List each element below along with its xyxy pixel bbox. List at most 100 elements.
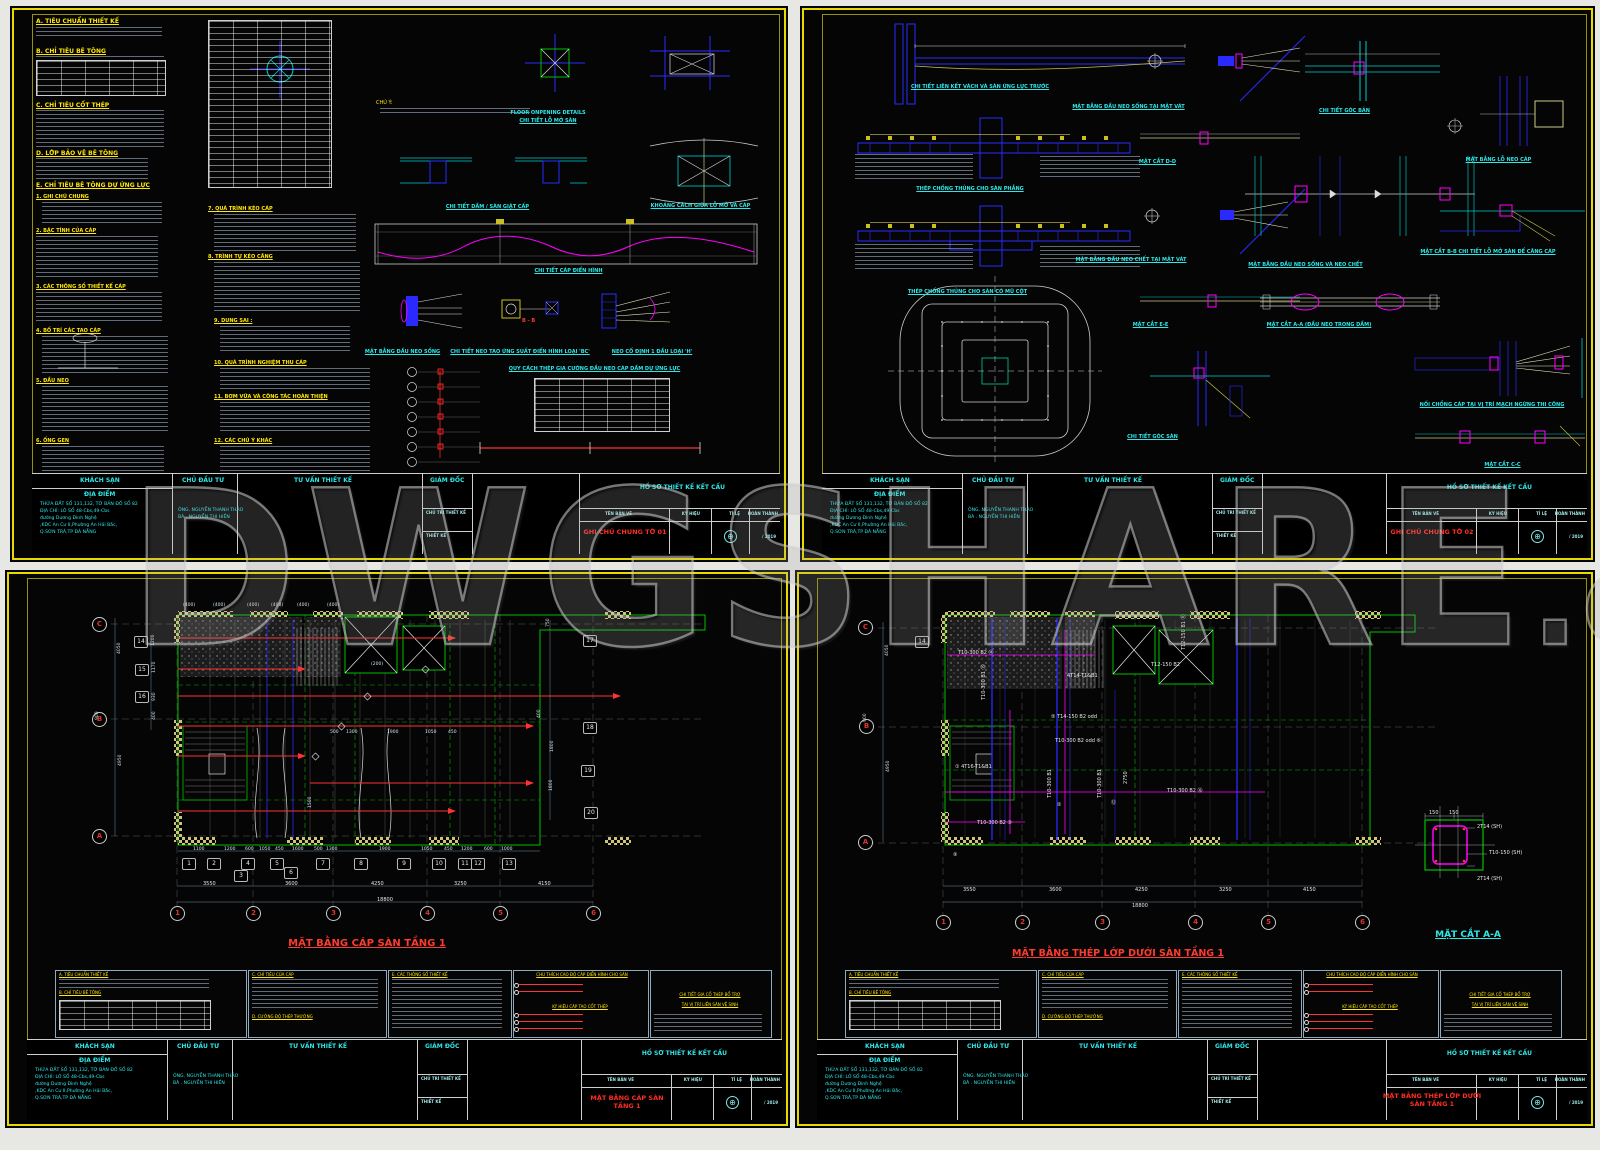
plan-annotation: 900 — [863, 713, 868, 722]
plan-annotation: 4150 — [538, 881, 551, 887]
legend-box-symbols — [1303, 970, 1439, 1038]
plan-annotation: 5 — [270, 858, 284, 870]
plan-annotation: 930 — [152, 692, 157, 701]
plan-annotation: ① 4T16-T1&B1 — [955, 764, 992, 770]
live-dead-anchor-plan — [1245, 156, 1475, 236]
plan-annotation: A — [858, 835, 873, 850]
illegible-text-lines — [36, 158, 148, 180]
plan-annotation: (400) — [183, 603, 196, 608]
note-section-header: 2. BẬC TÍNH CỦA CÁP — [36, 228, 97, 234]
tb-lead-label: CHỦ TRÌ THIẾT KẾ — [426, 510, 466, 515]
plan-annotation: 9 — [397, 858, 411, 870]
live-anchor-at-chamfer-detail — [1147, 35, 1306, 102]
floor-plan-drawing — [100, 611, 706, 915]
tb-symbol-label: KÝ HIỆU — [681, 511, 700, 516]
plan-annotation: 4250 — [1135, 887, 1148, 893]
plan-annotation: 1500 — [308, 796, 313, 808]
tb-owner-label: CHỦ ĐẦU TƯ — [972, 477, 1015, 484]
tb-drawing-name: GHI CHÚ CHUNG TỜ 02 — [1390, 528, 1474, 536]
tb-drafter-label: THIẾT KẾ — [421, 1099, 442, 1104]
legend-label: A. TIÊU CHUẨN THIẾT KẾ — [849, 972, 899, 977]
plan-annotation: 2 — [246, 906, 261, 921]
opening-vs-tendon-detail — [649, 138, 759, 206]
company-logo-icon: ⊕ — [1531, 1096, 1544, 1109]
legend-label: E. CÁC THÔNG SỐ THIẾT KẾ — [1182, 972, 1238, 977]
cable-symbol-row — [514, 1019, 583, 1025]
plan-annotation: 7 — [316, 858, 330, 870]
illegible-text-lines — [220, 368, 370, 390]
company-logo-icon: ⊕ — [724, 530, 737, 543]
legend-label: B. CHỈ TIÊU BÊ TÔNG — [59, 990, 102, 995]
tb-lead-label: CHỦ TRÌ THIẾT KẾ — [1216, 510, 1256, 515]
company-logo-icon: ⊕ — [1531, 530, 1544, 543]
section-ee-detail — [1140, 294, 1300, 308]
plan-annotation: 16 — [135, 691, 149, 703]
detail-title: THÉP CHỐNG THỦNG CHO SÀN CÓ MŨ CỘT — [907, 289, 1028, 295]
sheet-ghi-chu-chung-to-02: CHI TIẾT LIÊN KẾT VÁCH VÀ SÀN ỨNG LỰC TR… — [800, 6, 1595, 562]
note-section-header: 4. BỐ TRÍ CÁC TAO CÁP — [36, 328, 101, 334]
legend-box-params — [1178, 970, 1302, 1038]
plan-annotation: 1 — [170, 906, 185, 921]
detail-title: CHI TIẾT GÓC SÀN — [1127, 434, 1178, 440]
plan-annotation: 1900 — [379, 847, 391, 852]
plan-annotation: 2 — [1015, 915, 1030, 930]
plan-annotation: 2T14 (SH) — [1477, 876, 1503, 882]
illegible-text-lines — [220, 402, 370, 432]
dead-anchor-at-chamfer-detail — [1144, 188, 1306, 255]
tb-symbol-label: KÝ HIỆU — [1488, 1077, 1507, 1082]
tb-divider — [32, 488, 172, 489]
tb-dossier-label: HỒ SƠ THIẾT KẾ KẾT CẤU — [1446, 484, 1532, 491]
plan-annotation: 4 — [241, 858, 255, 870]
plate-corner-detail — [1305, 41, 1440, 101]
tb-divider — [422, 474, 423, 554]
detail-title: MẶT CẮT D-D — [1138, 159, 1177, 165]
plan-annotation: 4050 — [117, 642, 122, 654]
illegible-text-lines — [214, 214, 356, 252]
plan-annotation: 1170 — [152, 661, 157, 673]
section-bb-stressing-pocket — [1440, 204, 1585, 242]
plan-annotation: 400 — [537, 709, 542, 718]
plan-annotation: 1300 — [346, 730, 358, 735]
tb-divider — [472, 474, 473, 554]
illegible-text-lines — [1040, 246, 1140, 268]
plan-annotation: (400) — [297, 603, 310, 608]
tb-scale-label: TỈ LỆ — [729, 511, 740, 516]
plan-annotation: 6 — [586, 906, 601, 921]
plan-annotation: 400 — [152, 711, 157, 720]
illegible-text-lines — [214, 262, 360, 312]
plan-annotation: (400) — [213, 603, 226, 608]
illegible-text-lines — [1040, 156, 1140, 178]
cable-type-list — [407, 367, 480, 467]
tb-location-label: ĐỊA ĐIỂM — [79, 1057, 111, 1064]
illegible-text-lines — [220, 326, 350, 352]
plan-annotation: (200) — [371, 662, 384, 667]
illegible-text-lines — [870, 134, 1070, 137]
plan-annotation: 450 — [448, 730, 457, 735]
tb-date-label: HOÀN THÀNH — [749, 1077, 780, 1082]
wall-slab-connection-detail — [894, 23, 1186, 105]
plan-annotation: 1600 — [292, 847, 304, 852]
tb-drawing-name-label: TÊN BẢN VẼ — [605, 511, 632, 516]
column-head-punching-plan — [888, 276, 1102, 466]
tb-date-value: / 2019 — [1569, 1100, 1583, 1105]
plan-annotation: 5 — [493, 906, 508, 921]
detail-title: MẶT BẰNG ĐẦU NEO CHẾT TẠI MẶT VÁT — [1075, 257, 1187, 263]
tb-project-label: KHÁCH SẠN — [870, 477, 910, 484]
note-section-header: 7. QUÁ TRÌNH KÉO CÁP — [208, 206, 273, 212]
tb-dossier-label: HỒ SƠ THIẾT KẾ KẾT CẤU — [641, 1050, 727, 1057]
note-section-header: CHÚ Ý: — [376, 100, 393, 106]
plan-annotation: 10 — [432, 858, 446, 870]
plan-annotation: 1200 — [151, 634, 156, 646]
plan-annotation: 900 — [95, 711, 100, 720]
plan-annotation: T10-300 B1 — [1097, 769, 1103, 798]
tb-designer-label: TƯ VẤN THIẾT KẾ — [1079, 1043, 1137, 1050]
